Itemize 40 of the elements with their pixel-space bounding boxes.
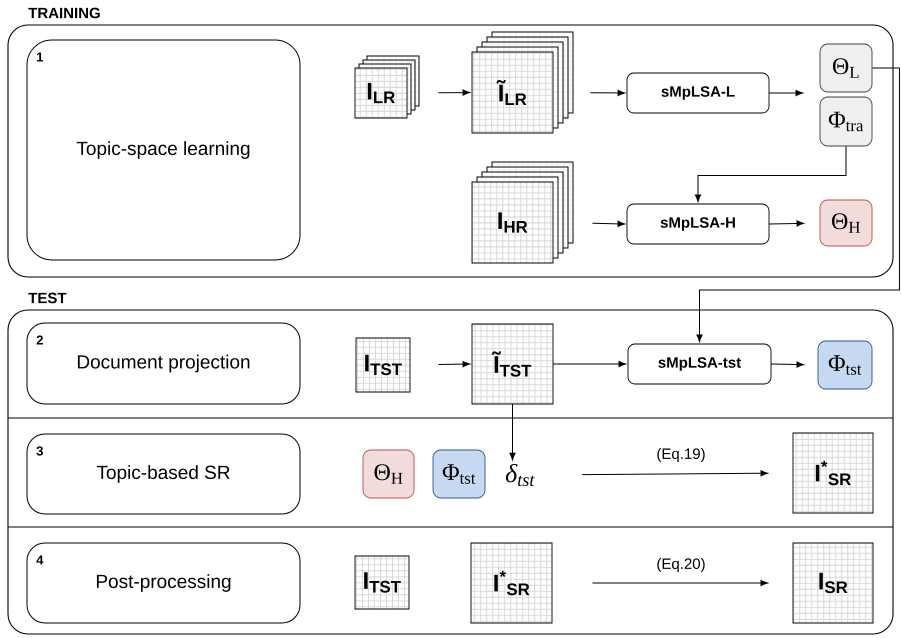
image-grid: I$^{*}$SR (470, 542, 552, 624)
arrow (590, 90, 626, 96)
image-stack: I$_{HR}$ (472, 162, 574, 264)
node-label: TEST (28, 292, 66, 304)
symbol-label: δ$_{tst}$ (506, 464, 535, 486)
arrow (509, 404, 516, 460)
step-box: Topic-based SR 3 (26, 434, 300, 514)
parameter-box: Θ$_{H}$ (362, 450, 414, 498)
parameter-box: Φ$_{tra}$ (820, 96, 872, 146)
parameter-box: Φ$_{tst}$ (432, 450, 486, 498)
arrow (770, 361, 804, 368)
parameter-box: Φ$_{tst}$ (818, 340, 872, 390)
image-grid: I$_{SR}$ (792, 542, 874, 624)
parameter-box: Θ$_{H}$ (820, 200, 872, 246)
arrow (552, 360, 626, 368)
step-box: Document projection 2 (26, 322, 300, 404)
node-label: TRAINING (28, 8, 100, 18)
edge-label: (Eq.19) (655, 447, 707, 463)
arrow (768, 90, 804, 96)
arrow (438, 89, 470, 96)
arrow (592, 580, 768, 586)
image-grid: I$_{TST}$ (356, 338, 410, 392)
image-stack: Ĩ$_{LR}$ (472, 32, 574, 134)
process-box: sMpLSA-H (626, 204, 770, 244)
arrow (438, 361, 470, 368)
step-box: Post-processing 4 (26, 542, 300, 624)
arrow (696, 68, 900, 342)
parameter-box: Θ$_{L}$ (820, 44, 872, 92)
edge-label: (Eq.20) (655, 557, 707, 573)
image-stack: I$_{LR}$ (354, 56, 420, 118)
process-box: sMpLSA-L (626, 72, 770, 114)
image-grid: I$^{*}$SR (792, 432, 874, 514)
arrow (768, 220, 804, 227)
step-box: Topic-space learning 1 (26, 40, 300, 260)
image-grid: I$_{TST}$ (354, 556, 410, 610)
arrow (582, 470, 768, 476)
image-grid: Ĩ$_{TST}$ (472, 324, 554, 404)
arrow (694, 146, 846, 202)
process-box: sMpLSA-tst (628, 344, 772, 384)
arrow (592, 220, 626, 227)
